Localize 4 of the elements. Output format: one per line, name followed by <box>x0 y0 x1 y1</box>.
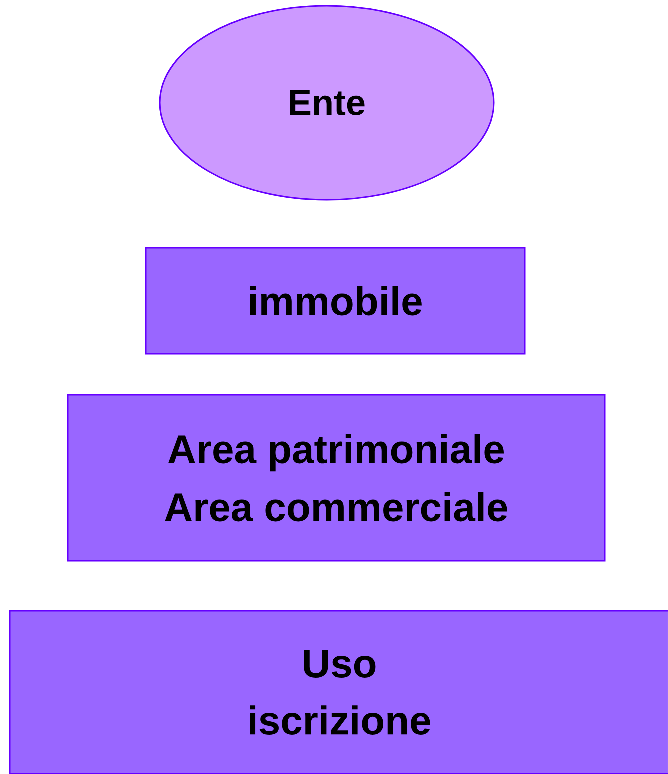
process-box: Area patrimoniale Area commerciale <box>67 394 606 562</box>
process-box: Uso iscrizione <box>9 610 668 774</box>
process-box: immobile <box>145 247 526 355</box>
ellipse-node: Ente <box>159 5 495 201</box>
